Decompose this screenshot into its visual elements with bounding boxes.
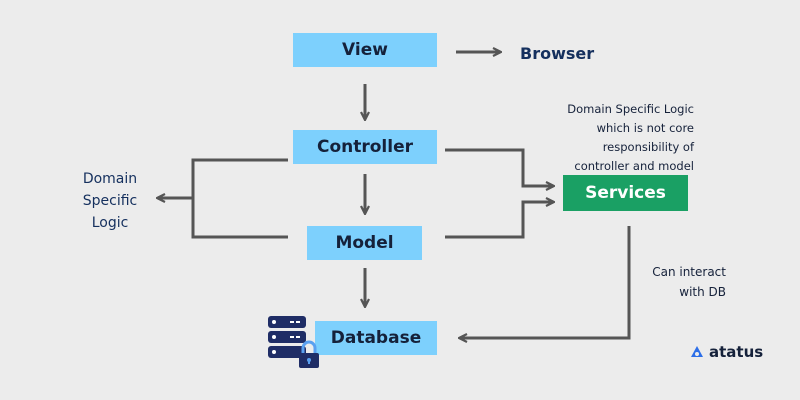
atatus-logo-icon <box>691 346 703 357</box>
arrow-model-to-services <box>445 202 553 239</box>
browser-label: Browser <box>520 44 595 63</box>
brand-name: atatus <box>709 343 764 361</box>
database-interaction-note: Can interact with DB <box>600 262 726 302</box>
database-server-lock-icon <box>268 316 319 368</box>
view-node: View <box>293 33 437 67</box>
model-node: Model <box>307 226 422 260</box>
controller-node: Controller <box>293 130 437 164</box>
arrow-controller-to-services <box>445 148 553 186</box>
bracket-controller-model-left <box>191 158 288 239</box>
services-note: Domain Specific Logic which is not core … <box>520 100 694 176</box>
services-note-line: controller and model <box>574 159 694 173</box>
database-node: Database <box>315 321 437 355</box>
domain-logic-line: Logic <box>91 215 129 231</box>
domain-logic-line: Specific <box>82 193 138 209</box>
services-node: Services <box>563 175 688 211</box>
db-note-line: Can interact <box>652 265 726 279</box>
domain-logic-line: Domain <box>82 171 138 187</box>
services-note-line: responsibility of <box>602 140 694 154</box>
services-note-line: which is not core <box>596 121 694 135</box>
domain-specific-logic-label: Domain Specific Logic <box>70 168 150 234</box>
services-note-line: Domain Specific Logic <box>567 102 694 116</box>
atatus-brand: atatus <box>690 343 763 361</box>
arrow-services-to-database <box>460 226 631 338</box>
db-note-line: with DB <box>679 285 726 299</box>
